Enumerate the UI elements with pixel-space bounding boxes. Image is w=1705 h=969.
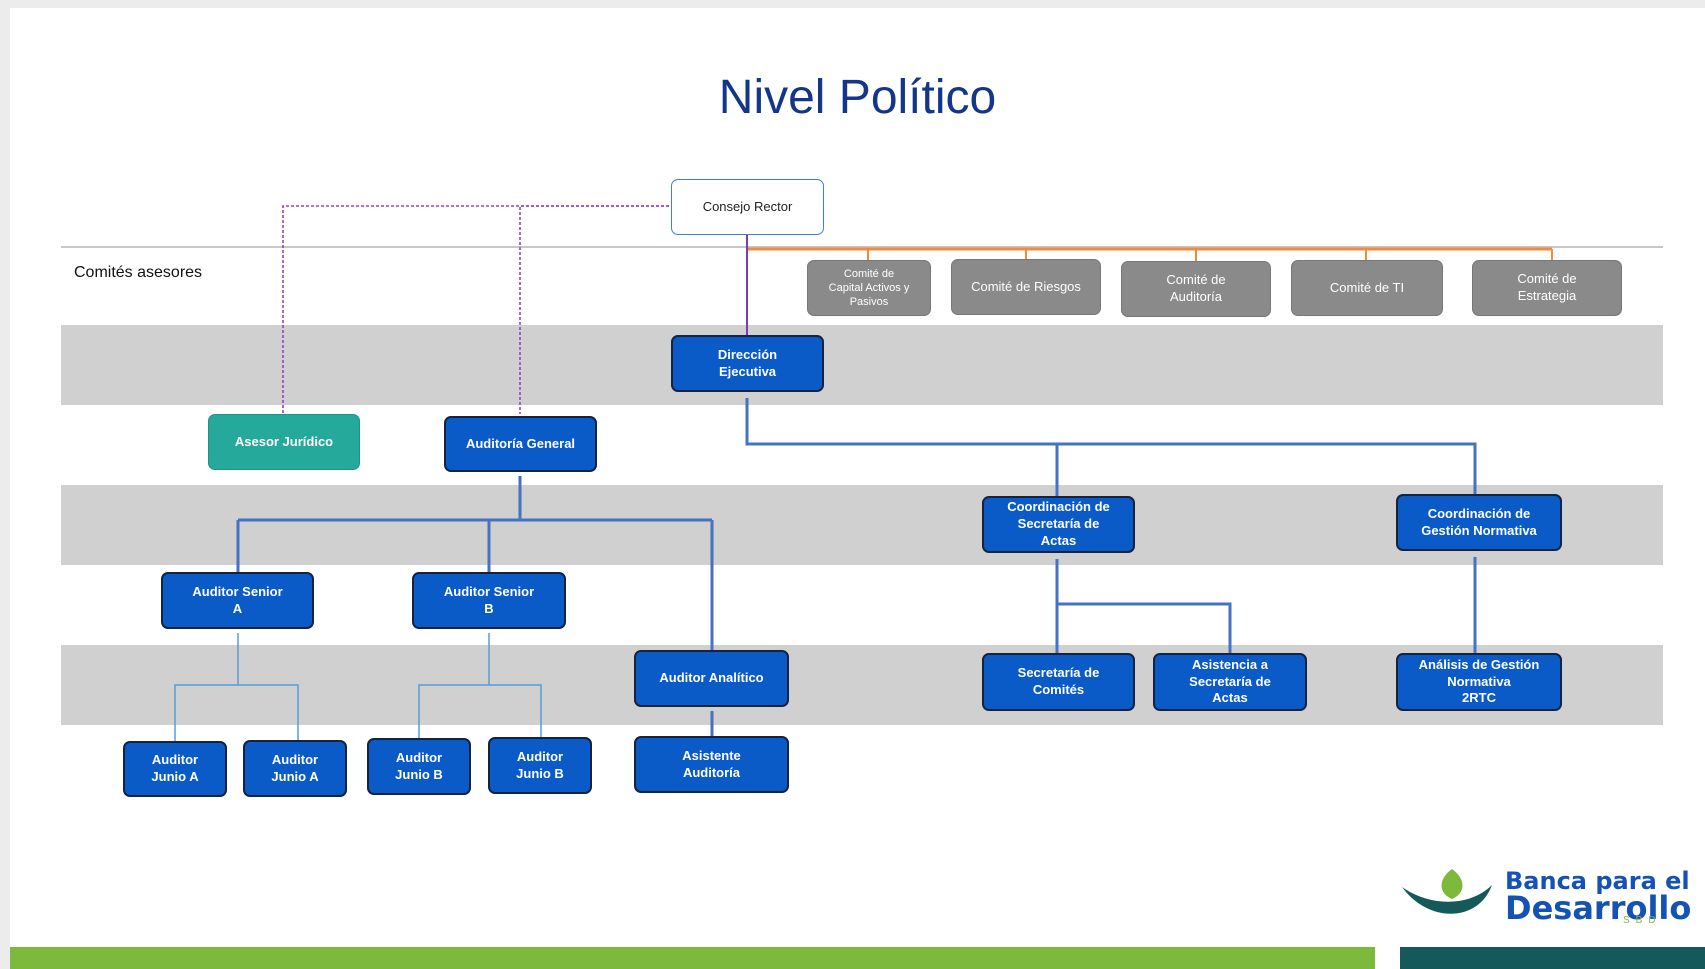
node-comite-riesgos[interactable]: Comité de Riesgos (951, 259, 1101, 315)
node-asistencia-secretaria[interactable]: Asistencia a Secretaría de Actas (1153, 653, 1307, 711)
node-auditor-junio-b-2[interactable]: Auditor Junio B (488, 737, 592, 794)
logo-line3: SBD (1623, 915, 1662, 926)
node-coordinacion-secretaria[interactable]: Coordinación de Secretaría de Actas (982, 496, 1135, 553)
logo-line1: Banca para el (1505, 867, 1690, 895)
page-title: Nivel Político (718, 71, 997, 124)
light-connector (174, 684, 299, 745)
node-comite-auditoria[interactable]: Comité de Auditoría (1121, 261, 1271, 317)
node-auditor-analitico[interactable]: Auditor Analítico (634, 650, 789, 707)
node-auditor-senior-b[interactable]: Auditor Senior B (412, 572, 566, 629)
node-asistente-auditoria[interactable]: Asistente Auditoría (634, 736, 789, 793)
node-auditor-senior-a[interactable]: Auditor Senior A (161, 572, 314, 629)
blue-connector (745, 398, 1477, 505)
node-secretaria-comites[interactable]: Secretaría de Comités (982, 653, 1135, 711)
node-asesor-juridico[interactable]: Asesor Jurídico (208, 414, 360, 470)
node-auditor-junio-b-1[interactable]: Auditor Junio B (367, 738, 471, 795)
light-connector (418, 684, 542, 742)
logo-line2: Desarrollo (1505, 889, 1692, 927)
node-comite-estrategia[interactable]: Comité de Estrategia (1472, 260, 1622, 316)
node-auditoria-general[interactable]: Auditoría General (444, 416, 597, 472)
node-auditor-junio-a-1[interactable]: Auditor Junio A (123, 741, 227, 797)
node-consejo-rector[interactable]: Consejo Rector (671, 179, 824, 235)
footer-teal-bar (1400, 947, 1705, 969)
footer-green-bar (10, 947, 1375, 969)
blue-connector (1057, 602, 1232, 658)
node-direccion-ejecutiva[interactable]: Dirección Ejecutiva (671, 335, 824, 392)
committee-separator (61, 246, 1663, 248)
dotted-connector (282, 205, 674, 414)
node-auditor-junio-a-2[interactable]: Auditor Junio A (243, 740, 347, 797)
advisory-committees-label: Comités asesores (74, 264, 203, 281)
node-analisis-gestion[interactable]: Análisis de Gestión Normativa 2RTC (1396, 653, 1562, 711)
org-connectors (174, 205, 1553, 745)
node-comite-capital[interactable]: Comité de Capital Activos y Pasivos (807, 260, 931, 316)
logo-icon (1402, 869, 1492, 914)
level-band (61, 325, 1663, 405)
slide: Nivel Político Comités asesores Consejo … (10, 8, 1705, 969)
dotted-connector (519, 205, 674, 414)
node-comite-ti[interactable]: Comité de TI (1291, 260, 1443, 316)
node-coordinacion-gestion[interactable]: Coordinación de Gestión Normativa (1396, 494, 1562, 551)
